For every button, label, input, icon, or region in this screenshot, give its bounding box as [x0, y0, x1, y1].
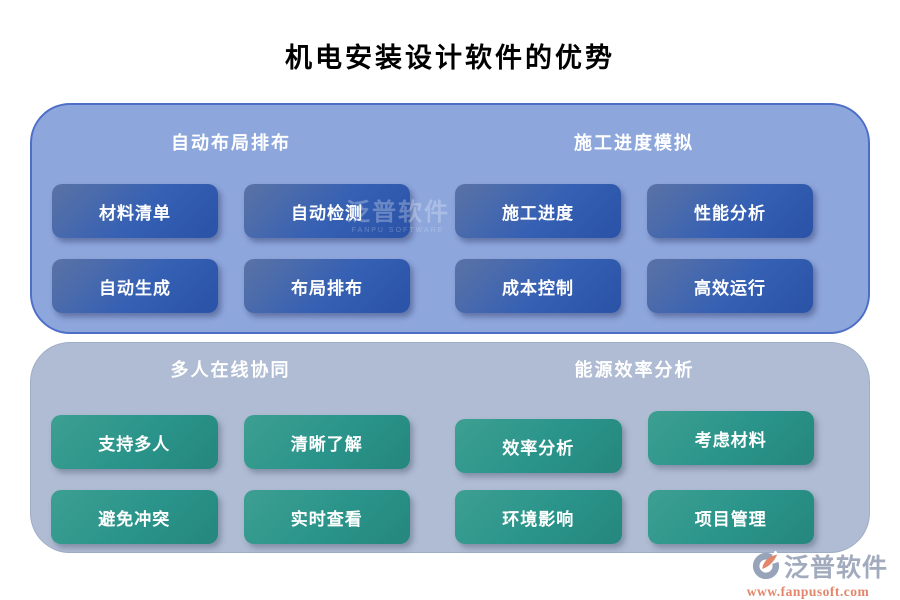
section-collaboration: 多人在线协同 支持多人 清晰了解 避免冲突 实时查看: [51, 343, 410, 552]
feature-button-performance-analysis[interactable]: 性能分析: [647, 184, 813, 238]
feature-button-auto-generation[interactable]: 自动生成: [52, 259, 218, 313]
panel-top: 自动布局排布 材料清单 自动检测 自动生成 布局排布 施工进度模拟 施工进度 性…: [30, 103, 870, 334]
button-grid: 支持多人 清晰了解 避免冲突 实时查看: [51, 415, 410, 544]
section-header-collaboration: 多人在线协同: [170, 360, 291, 380]
feature-button-material-consideration[interactable]: 考虑材料: [647, 411, 814, 465]
feature-button-project-management[interactable]: 项目管理: [647, 490, 814, 544]
feature-button-efficiency-analysis[interactable]: 效率分析: [455, 419, 622, 473]
section-header-energy-efficiency: 能源效率分析: [574, 360, 695, 380]
logo-brand-text: 泛普软件: [783, 554, 888, 582]
feature-button-real-time-viewing[interactable]: 实时查看: [243, 490, 410, 544]
button-grid: 施工进度 性能分析 成本控制 高效运行: [455, 184, 813, 313]
feature-button-layout-arrangement[interactable]: 布局排布: [244, 259, 410, 313]
fanpu-swoosh-icon: [752, 551, 781, 580]
logo-website-text: www.fanpusoft.com: [746, 584, 870, 599]
feature-button-clear-understanding[interactable]: 清晰了解: [243, 415, 410, 469]
logo-row: 泛普软件: [751, 548, 888, 584]
feature-button-efficient-operation[interactable]: 高效运行: [647, 259, 813, 313]
panel-bottom: 多人在线协同 支持多人 清晰了解 避免冲突 实时查看 能源效率分析 效率分析 考…: [30, 342, 870, 553]
feature-button-material-list[interactable]: 材料清单: [52, 184, 218, 238]
feature-button-construction-progress[interactable]: 施工进度: [455, 184, 621, 238]
feature-button-conflict-avoidance[interactable]: 避免冲突: [51, 490, 218, 544]
section-progress-simulation: 施工进度模拟 施工进度 性能分析 成本控制 高效运行: [455, 105, 813, 332]
section-auto-layout: 自动布局排布 材料清单 自动检测 自动生成 布局排布: [52, 105, 410, 332]
section-energy-efficiency: 能源效率分析 效率分析 考虑材料 环境影响 项目管理: [455, 343, 814, 552]
page-title: 机电安装设计软件的优势: [285, 43, 615, 73]
section-header-auto-layout: 自动布局排布: [171, 133, 291, 153]
button-grid: 效率分析 考虑材料 环境影响 项目管理: [455, 411, 814, 544]
feature-button-environmental-impact[interactable]: 环境影响: [455, 490, 622, 544]
fanpu-logo: 泛普软件 www.fanpusoft.com: [728, 548, 888, 600]
feature-button-multi-user-support[interactable]: 支持多人: [51, 415, 218, 469]
button-grid: 材料清单 自动检测 自动生成 布局排布: [52, 184, 410, 313]
section-header-progress-simulation: 施工进度模拟: [574, 133, 694, 153]
feature-button-auto-detection[interactable]: 自动检测: [244, 184, 410, 238]
feature-button-cost-control[interactable]: 成本控制: [455, 259, 621, 313]
